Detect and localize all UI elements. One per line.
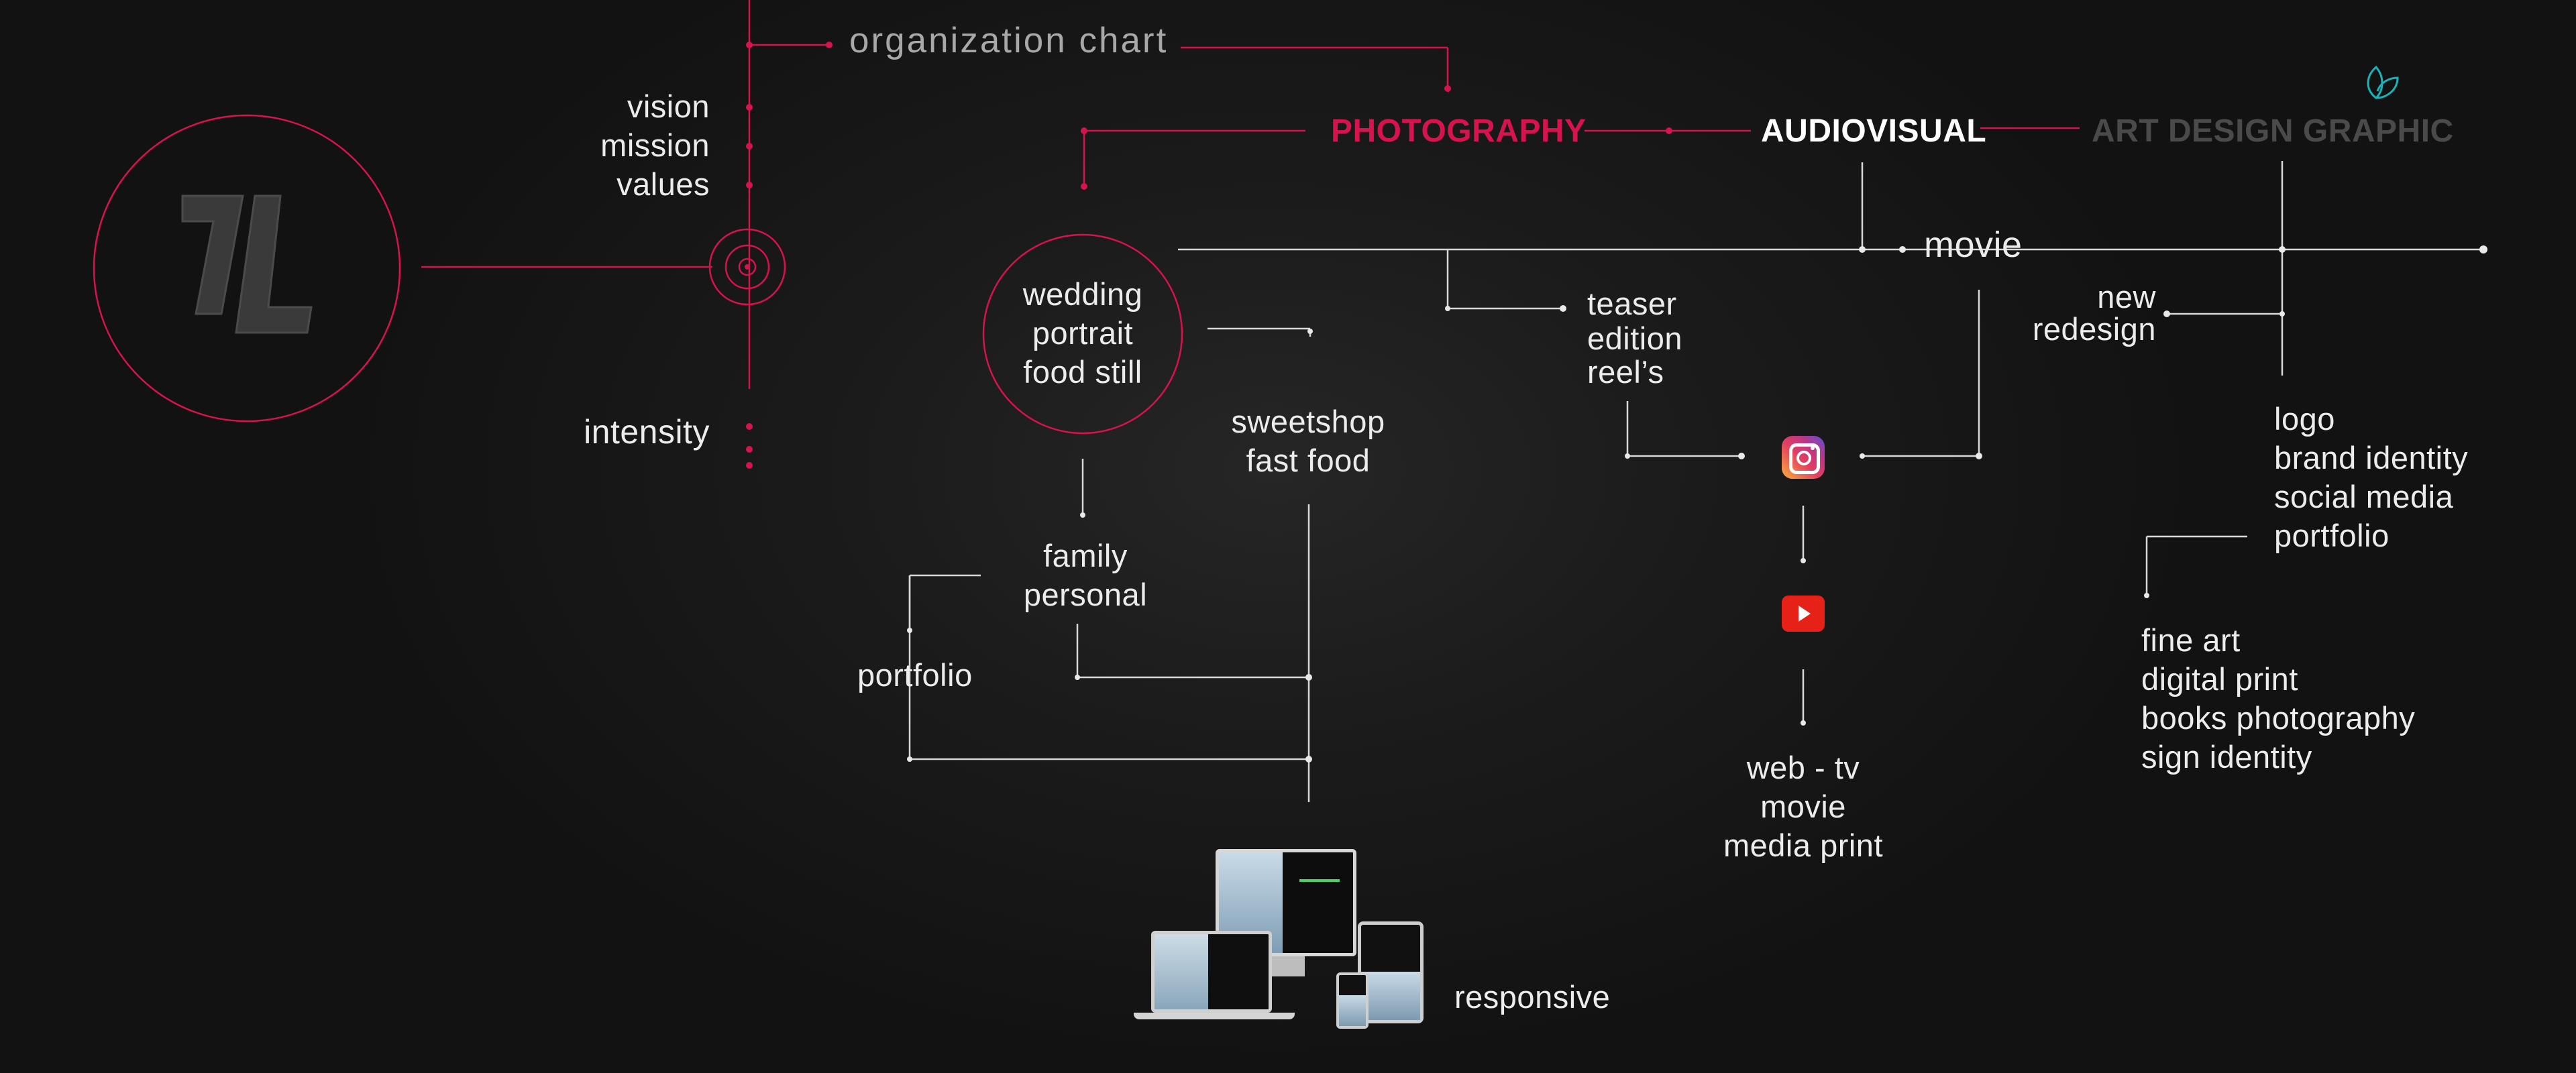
instagram-icon[interactable] <box>1782 436 1825 479</box>
media-print-label: media print <box>1723 828 1883 863</box>
digital-print-label: digital print <box>2141 661 2298 697</box>
values-label: values <box>616 166 710 202</box>
logo-label: logo <box>2274 401 2335 437</box>
tablet-screen <box>1358 921 1424 1023</box>
portfolio-art-label: portfolio <box>2274 518 2390 553</box>
vision-label: vision <box>627 89 710 124</box>
category-photography: PHOTOGRAPHY <box>1331 113 1587 149</box>
books-photography-label: books photography <box>2141 700 2416 736</box>
leaf-icon <box>2367 65 2399 99</box>
youtube-icon[interactable] <box>1782 596 1825 632</box>
logo-7l <box>181 194 313 334</box>
brand-identity-label: brand identity <box>2274 440 2469 475</box>
intensity-label: intensity <box>584 413 710 451</box>
target-icon <box>708 228 786 306</box>
teaser-label: teaser <box>1587 286 1677 321</box>
responsive-label: responsive <box>1454 979 1611 1015</box>
laptop-screen <box>1151 931 1272 1013</box>
chart-subtitle: organization chart <box>849 21 1169 60</box>
new-label: new <box>2097 279 2156 315</box>
photography-circle <box>982 233 1183 435</box>
personal-label: personal <box>1023 577 1148 612</box>
social-media-label: social media <box>2274 479 2454 514</box>
movie-output-label: movie <box>1760 789 1846 824</box>
reels-label: reel’s <box>1587 354 1664 390</box>
mission-label: mission <box>600 127 710 163</box>
photo-item-food-still: food still <box>1023 354 1142 390</box>
phone-screen <box>1336 972 1368 1029</box>
redesign-label: redesign <box>2032 311 2156 347</box>
category-art-design: ART DESIGN GRAPHIC <box>2092 113 2454 149</box>
portfolio-photo-label: portfolio <box>857 657 973 693</box>
brand-circle <box>93 114 401 422</box>
category-audiovisual: AUDIOVISUAL <box>1761 113 1987 149</box>
edition-label: edition <box>1587 321 1682 356</box>
sign-identity-label: sign identity <box>2141 739 2312 775</box>
responsive-devices-image <box>1134 844 1449 1031</box>
photo-item-portrait: portrait <box>1032 315 1134 351</box>
movie-label: movie <box>1924 225 2023 265</box>
web-tv-label: web - tv <box>1746 750 1860 785</box>
fine-art-label: fine art <box>2141 622 2241 658</box>
fast-food-label: fast food <box>1246 443 1371 478</box>
family-label: family <box>1043 538 1128 573</box>
photo-item-wedding: wedding <box>1022 276 1143 312</box>
sweetshop-label: sweetshop <box>1231 404 1385 439</box>
